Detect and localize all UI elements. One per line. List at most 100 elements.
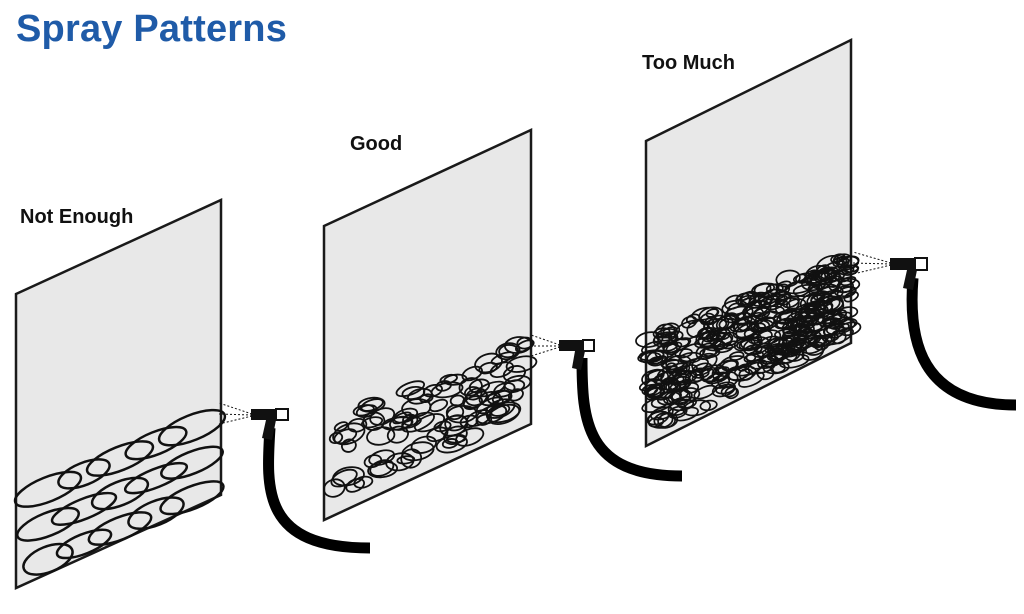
spray-loop bbox=[830, 329, 847, 345]
spray-loop bbox=[678, 351, 703, 364]
spray-loop bbox=[769, 336, 797, 355]
hose-icon bbox=[262, 427, 371, 554]
spray-loop bbox=[775, 269, 801, 288]
panel-not-enough-surface bbox=[14, 198, 223, 590]
spray-loop bbox=[435, 380, 452, 392]
spray-loop bbox=[774, 297, 800, 315]
spray-loop bbox=[674, 348, 693, 359]
spray-loop bbox=[55, 528, 113, 560]
panel-label-not-enough: Not Enough bbox=[20, 206, 134, 228]
spray-gun-icon bbox=[530, 334, 595, 370]
spray-loop bbox=[462, 390, 489, 409]
spray-pattern-medium bbox=[322, 336, 538, 498]
panel-label-too-much: Too Much bbox=[642, 52, 735, 74]
spray-loop bbox=[341, 438, 357, 453]
spray-loop bbox=[823, 297, 845, 316]
spray-loop bbox=[345, 478, 365, 493]
spray-loop bbox=[828, 277, 861, 293]
spray-loop bbox=[50, 491, 118, 526]
spray-loop bbox=[385, 452, 415, 472]
spray-loop bbox=[676, 398, 695, 410]
spray-loop bbox=[90, 476, 150, 511]
spray-loop bbox=[754, 316, 777, 329]
spray-loop bbox=[814, 301, 829, 311]
spray-loop bbox=[735, 322, 759, 339]
spray-loop bbox=[753, 282, 772, 297]
spray-gun-icon bbox=[218, 402, 289, 440]
spray-loop bbox=[395, 380, 426, 398]
spray-loop bbox=[458, 377, 483, 397]
spray-loop bbox=[441, 438, 459, 449]
panel-label-good: Good bbox=[350, 133, 403, 155]
spray-loop bbox=[697, 326, 717, 341]
spray-loop bbox=[638, 349, 665, 362]
spray-loop bbox=[127, 496, 185, 530]
spray-loop bbox=[22, 542, 74, 576]
spray-loop bbox=[804, 304, 820, 315]
spray-loop bbox=[804, 264, 830, 284]
spray-loop bbox=[352, 404, 375, 417]
spray-loop bbox=[401, 385, 426, 401]
spray-loop bbox=[445, 404, 465, 421]
spray-loop bbox=[808, 270, 821, 281]
spray-loop bbox=[516, 336, 534, 350]
spray-loop bbox=[723, 312, 739, 324]
spray-loop bbox=[813, 269, 836, 282]
spray-loop bbox=[732, 321, 760, 340]
spray-loop bbox=[439, 414, 469, 437]
spray-loop bbox=[836, 286, 857, 299]
spray-loop bbox=[362, 411, 386, 431]
spray-loop bbox=[774, 294, 789, 305]
spray-loop bbox=[641, 368, 669, 388]
spray-loop bbox=[699, 399, 718, 412]
spray-loop bbox=[716, 371, 739, 389]
panel-not-enough bbox=[13, 198, 227, 590]
spray-loop bbox=[724, 386, 739, 400]
spray-loop bbox=[667, 362, 691, 377]
panel-good bbox=[322, 128, 538, 522]
spray-loop bbox=[821, 333, 840, 342]
spray-loop bbox=[702, 345, 720, 357]
spray-loop bbox=[841, 255, 860, 268]
spray-loop bbox=[753, 322, 767, 332]
spray-loop bbox=[830, 253, 846, 263]
spray-pattern-low bbox=[13, 408, 227, 576]
spray-loop bbox=[475, 413, 493, 426]
spray-loop bbox=[662, 340, 679, 352]
spray-loop bbox=[160, 445, 224, 480]
spray-loop bbox=[429, 398, 449, 413]
spray-loop bbox=[16, 506, 80, 542]
spray-loop bbox=[647, 416, 665, 428]
spray-loop bbox=[665, 381, 679, 392]
spray-loop bbox=[781, 317, 805, 335]
spray-loop bbox=[396, 455, 416, 465]
spray-loop bbox=[124, 425, 188, 461]
spray-loop bbox=[719, 355, 749, 372]
spray-loop bbox=[419, 393, 434, 403]
spray-loop bbox=[157, 408, 227, 447]
spray-loop bbox=[401, 411, 435, 433]
panel-too-much bbox=[635, 37, 862, 449]
spray-loop bbox=[705, 308, 720, 318]
spray-loop bbox=[159, 480, 225, 516]
spray-loop bbox=[650, 397, 669, 409]
spray-loop bbox=[748, 291, 773, 307]
spray-loop bbox=[787, 335, 810, 353]
hose-icon bbox=[576, 357, 683, 482]
spray-loop bbox=[505, 355, 538, 373]
spray-loop bbox=[709, 332, 734, 348]
spray-loop bbox=[662, 326, 678, 337]
spray-loop bbox=[707, 314, 730, 333]
spray-loop bbox=[769, 362, 786, 374]
spray-loop bbox=[843, 291, 859, 303]
spray-loop bbox=[723, 294, 743, 310]
spray-loop bbox=[700, 366, 720, 383]
spray-loop bbox=[656, 365, 679, 382]
spray-loop bbox=[646, 410, 670, 426]
spray-gun-icon bbox=[852, 251, 928, 290]
spray-loop bbox=[818, 276, 841, 296]
spray-loop bbox=[322, 478, 346, 498]
spray-loop bbox=[400, 448, 423, 469]
spray-loop bbox=[822, 311, 836, 320]
spray-loop bbox=[123, 461, 189, 495]
